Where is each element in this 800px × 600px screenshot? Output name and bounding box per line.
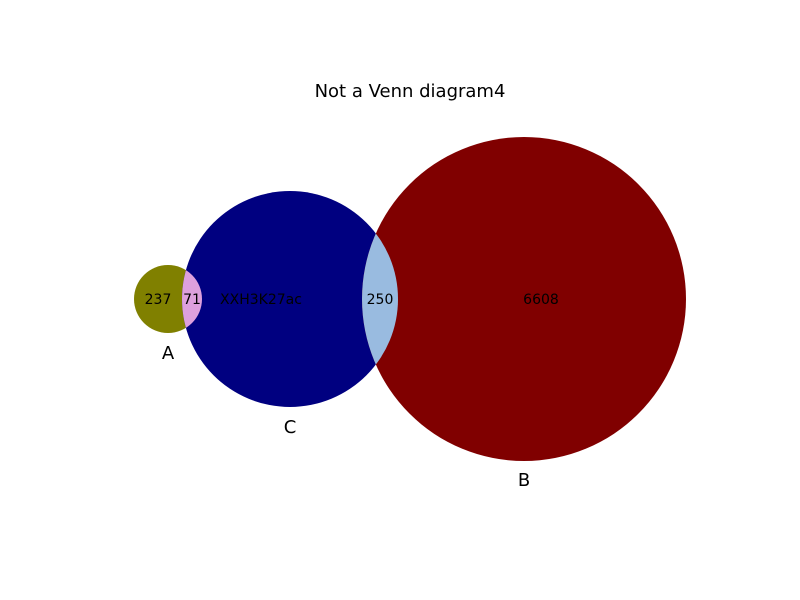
- region-label-b-only: 6608: [523, 292, 559, 308]
- set-label-a: A: [162, 343, 175, 364]
- region-label-c-only: XXH3K27ac: [220, 292, 302, 308]
- set-circle-b: [362, 137, 686, 461]
- set-circle-c: [182, 191, 398, 407]
- diagram-title: Not a Venn diagram4: [315, 81, 506, 102]
- region-label-a-and-c: 71: [183, 292, 201, 308]
- region-label-a-only: 237: [145, 292, 172, 308]
- region-label-c-and-b: 250: [367, 292, 394, 308]
- set-label-b: B: [518, 470, 530, 491]
- set-label-c: C: [284, 417, 297, 438]
